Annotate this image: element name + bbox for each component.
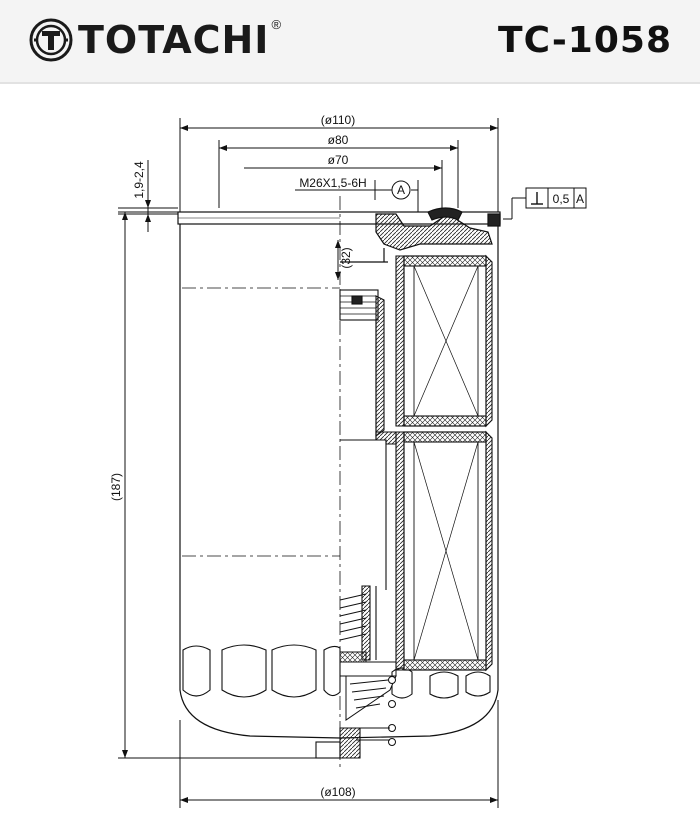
dim-thread-depth: (32) (339, 247, 353, 268)
dim-gasket-thickness: 1,9-2,4 (132, 161, 146, 199)
dim-outer-diameter: (ø110) (321, 113, 355, 127)
lower-filter-element (375, 430, 493, 672)
tolerance-datum: A (576, 192, 584, 206)
base-plate-section (340, 207, 501, 263)
upper-filter-element (395, 254, 493, 428)
tolerance-frame: 0,5 A (525, 187, 587, 209)
threaded-insert (339, 289, 385, 438)
bottom-ribs (182, 644, 491, 699)
bottom-plug (315, 727, 361, 759)
brand-logo: TOTACHI ® (28, 14, 281, 66)
brand-name: TOTACHI (78, 18, 270, 62)
part-number: TC-1058 (498, 20, 672, 61)
header-bar: TOTACHI ® TC-1058 (0, 0, 700, 84)
tolerance-value: 0,5 (553, 192, 570, 206)
dimension-arrows (122, 125, 498, 803)
center-tube (340, 320, 387, 661)
dim-body-diameter: (ø108) (320, 785, 355, 799)
datum-label: A (397, 183, 405, 197)
dim-gasket-outer: ø80 (328, 133, 349, 147)
datum-marker: A (391, 180, 411, 200)
bypass-valve-spring (339, 593, 397, 746)
technical-drawing: (ø110) ø80 ø70 M26X1,5-6H A 1,9-2,4 (187… (109, 113, 587, 808)
dim-thread: M26X1,5-6H (299, 176, 366, 190)
brand-emblem-icon (29, 18, 73, 62)
registered-mark: ® (271, 16, 282, 32)
dim-gasket-inner: ø70 (328, 153, 349, 167)
dim-height: (187) (109, 473, 123, 501)
